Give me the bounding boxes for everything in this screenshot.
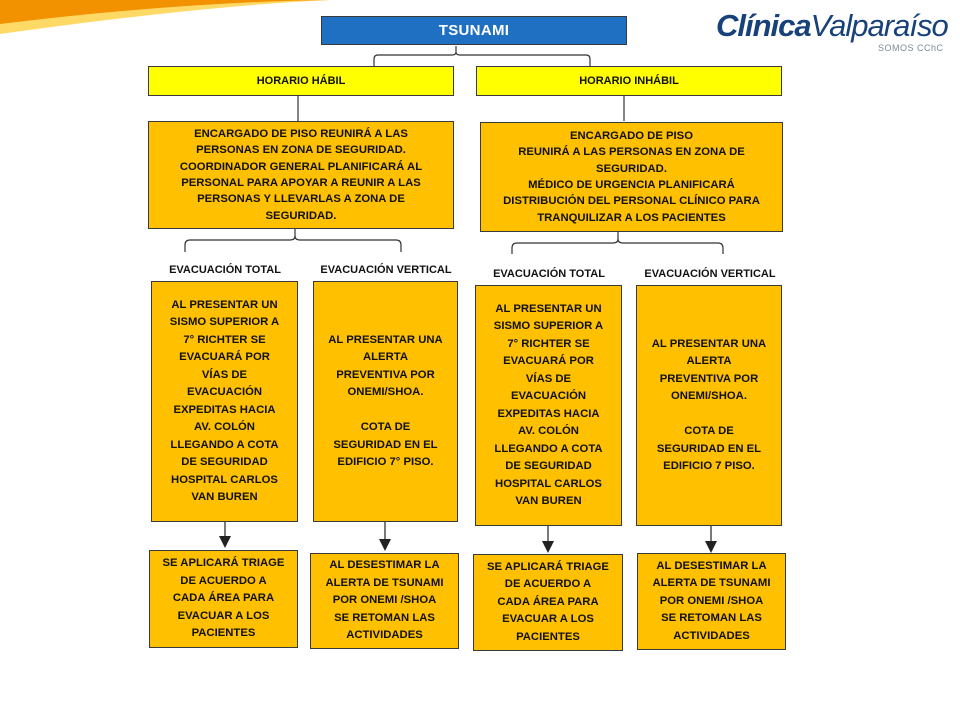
inhabil-total-result-box: SE APLICARÁ TRIAGE DE ACUERDO A CADA ÁRE… bbox=[473, 554, 623, 651]
inhabil-evac-vertical-box: AL PRESENTAR UNA ALERTA PREVENTIVA POR O… bbox=[636, 285, 782, 526]
inhabil-evac-vertical-label: EVACUACIÓN VERTICAL bbox=[644, 268, 776, 280]
bracket-inhabil-right bbox=[617, 238, 724, 254]
habil-total-result-box: SE APLICARÁ TRIAGE DE ACUERDO A CADA ÁRE… bbox=[149, 550, 298, 648]
habil-evac-vertical-label: EVACUACIÓN VERTICAL bbox=[320, 264, 452, 276]
habil-action-box: ENCARGADO DE PISO REUNIRÁ A LAS PERSONAS… bbox=[148, 121, 454, 229]
bracket-title-left bbox=[373, 46, 457, 66]
habil-evac-total-box: AL PRESENTAR UN SISMO SUPERIOR A 7° RICH… bbox=[151, 281, 298, 522]
inhabil-action-box: ENCARGADO DE PISO REUNIRÁ A LAS PERSONAS… bbox=[480, 122, 783, 232]
bracket-inhabil-left bbox=[511, 232, 619, 254]
bracket-habil-right bbox=[294, 235, 402, 252]
habil-evac-vertical-box: AL PRESENTAR UNA ALERTA PREVENTIVA POR O… bbox=[313, 281, 458, 522]
bracket-habil-left bbox=[184, 229, 296, 252]
logo-name-part1: Clínica bbox=[716, 8, 812, 43]
header-swoosh bbox=[0, 0, 330, 34]
horario-inhabil-box: HORARIO INHÁBIL bbox=[476, 66, 782, 96]
clinica-valparaiso-logo: ClínicaValparaíso SOMOS CChC bbox=[716, 8, 952, 53]
logo-name-part2: Valparaíso bbox=[810, 8, 949, 43]
logo-tagline: SOMOS CChC bbox=[878, 43, 944, 53]
habil-evac-total-label: EVACUACIÓN TOTAL bbox=[169, 264, 281, 276]
inhabil-vertical-result-box: AL DESESTIMAR LA ALERTA DE TSUNAMI POR O… bbox=[637, 553, 786, 650]
inhabil-evac-total-box: AL PRESENTAR UN SISMO SUPERIOR A 7° RICH… bbox=[475, 285, 622, 526]
inhabil-evac-total-label: EVACUACIÓN TOTAL bbox=[493, 268, 605, 280]
horario-habil-box: HORARIO HÁBIL bbox=[148, 66, 454, 96]
habil-vertical-result-box: AL DESESTIMAR LA ALERTA DE TSUNAMI POR O… bbox=[310, 553, 459, 649]
bracket-title-right bbox=[455, 51, 591, 66]
tsunami-title-box: TSUNAMI bbox=[321, 16, 627, 45]
